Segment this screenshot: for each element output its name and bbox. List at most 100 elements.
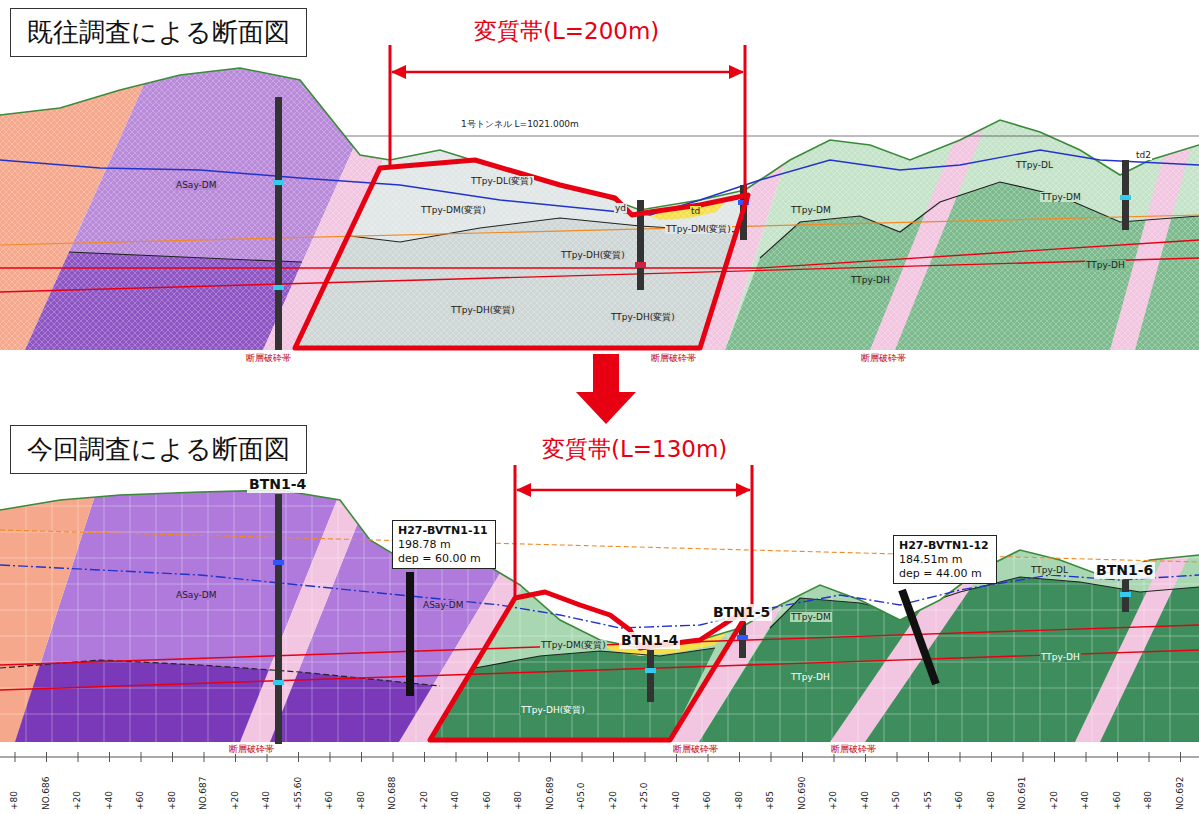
borehole-info-box: H27-BVTN1-12184.51m mdep = 44.00 m (893, 535, 997, 584)
ground-surface (0, 68, 1199, 210)
station-label: +40 (262, 791, 272, 810)
box-heading: 今回調査による断面図 (27, 432, 290, 467)
station-label: NO.687 (199, 777, 209, 811)
cross-section-illustration-part (0, 625, 1199, 665)
bottom-geology-part-part (26, 480, 1170, 742)
station-ticks-part (393, 752, 394, 762)
station-ticks-part (1086, 752, 1087, 762)
transition-arrow (576, 354, 636, 424)
station-ticks-part (1149, 752, 1150, 762)
borehole-part (275, 97, 282, 350)
station-label: +60 (483, 791, 493, 810)
box-heading: H27-BVTN1-12 (899, 539, 991, 553)
dimension-arrow-part (729, 65, 744, 79)
station-axis (0, 757, 1199, 758)
geology-label: ASay-DM (422, 600, 465, 610)
box-text: dep = 44.00 m (899, 567, 991, 581)
geology-label: TTpy-DH (850, 275, 891, 285)
station-label: NO.692 (1176, 777, 1186, 811)
bottom-geology-part (699, 480, 1199, 742)
geology-label: TTpy-DM(変質) (665, 224, 732, 234)
box-text: 198.78 m (398, 538, 490, 552)
station-label: +80 (514, 791, 524, 810)
dimension-arrow-part (744, 45, 747, 193)
station-ticks-part (928, 752, 929, 762)
station-label: +80 (987, 791, 997, 810)
geology-label: TTpy-DH (790, 672, 831, 682)
cross-section-illustration-part (0, 650, 1199, 690)
geology-label: yd (614, 203, 627, 213)
dimension-arrow-part (392, 71, 743, 74)
station-ticks-part (109, 752, 110, 762)
station-label: +80 (168, 791, 178, 810)
geology-label: TTpy-DH(変質) (560, 250, 626, 260)
station-ticks-part (645, 752, 646, 762)
bottom-geology-part (770, 577, 1199, 628)
station-ticks-part (204, 752, 205, 762)
station-label: +40 (1081, 791, 1091, 810)
borehole (273, 494, 1131, 744)
station-ticks-part (46, 752, 47, 762)
borehole-part (902, 590, 936, 684)
bottom-geology (0, 480, 1199, 742)
geology-label: TTpy-DH (1085, 260, 1126, 270)
station-ticks-part (361, 752, 362, 762)
station-label: +20 (609, 791, 619, 810)
fault-label: 断層破砕帯 (650, 353, 697, 363)
station-ticks-part (550, 752, 551, 762)
station-ticks-part (1180, 752, 1181, 762)
box-heading: H27-BVTN1-11 (398, 524, 490, 538)
station-ticks-part (78, 752, 79, 762)
fault-label: 断層破砕帯 (672, 744, 719, 754)
altered-zone-outline (430, 592, 752, 740)
geology-label: TTpy-DM(変質) (420, 205, 487, 215)
station-label: +20 (1050, 791, 1060, 810)
borehole-part (1120, 592, 1131, 597)
ground-surface (0, 490, 1199, 648)
geology-label: TTpy-DL (1030, 565, 1069, 575)
station-label: +20 (829, 791, 839, 810)
borehole-part (273, 180, 284, 185)
box-heading: 既往調査による断面図 (27, 15, 290, 50)
borehole-part (273, 285, 284, 290)
station-label: +80 (1144, 791, 1154, 810)
dimension-label: 変質帯(L=200m) (474, 18, 659, 46)
borehole-part (275, 494, 282, 744)
box-text: dep = 60.00 m (398, 552, 490, 566)
station-ticks-part (1054, 752, 1055, 762)
top-geology-part (69, 252, 302, 262)
dimension-arrow-part (517, 489, 750, 492)
geology-label: td (690, 206, 701, 216)
top-geology-part (350, 218, 738, 242)
dimension-arrow (515, 465, 752, 604)
dimension-label: 変質帯(L=130m) (542, 436, 727, 464)
borehole-info-box: H27-BVTN1-11198.78 mdep = 60.00 m (392, 520, 496, 569)
station-label: +80 (10, 791, 20, 810)
station-ticks-part (1117, 752, 1118, 762)
station-label: +40 (105, 791, 115, 810)
station-ticks-part (330, 752, 331, 762)
geology-label: td2 (1135, 150, 1152, 160)
dimension-arrow-part (389, 45, 392, 166)
cross-section-illustration-part (0, 215, 1199, 245)
section-title-box: 既往調査による断面図 (10, 8, 307, 57)
station-label: +60 (703, 791, 713, 810)
station-label: +05.0 (577, 782, 587, 810)
bottom-geology-part (475, 648, 715, 668)
bottom-geology-part (0, 660, 440, 742)
geology-label: TTpy-DL (1015, 160, 1054, 170)
bottom-geology-part (0, 480, 100, 742)
station-ticks-part (141, 752, 142, 762)
borehole-name: BTN1-4 (247, 476, 308, 493)
station-label: +60 (955, 791, 965, 810)
station-ticks-part (771, 752, 772, 762)
station-ticks-part (456, 752, 457, 762)
borehole-part (635, 262, 646, 268)
station-label: +20 (420, 791, 430, 810)
fault-label: 断層破砕帯 (830, 744, 877, 754)
dimension-arrow-part (391, 65, 406, 79)
station-ticks-part (960, 752, 961, 762)
fault-label: 断層破砕帯 (860, 353, 907, 363)
dimension-arrow (390, 45, 745, 193)
